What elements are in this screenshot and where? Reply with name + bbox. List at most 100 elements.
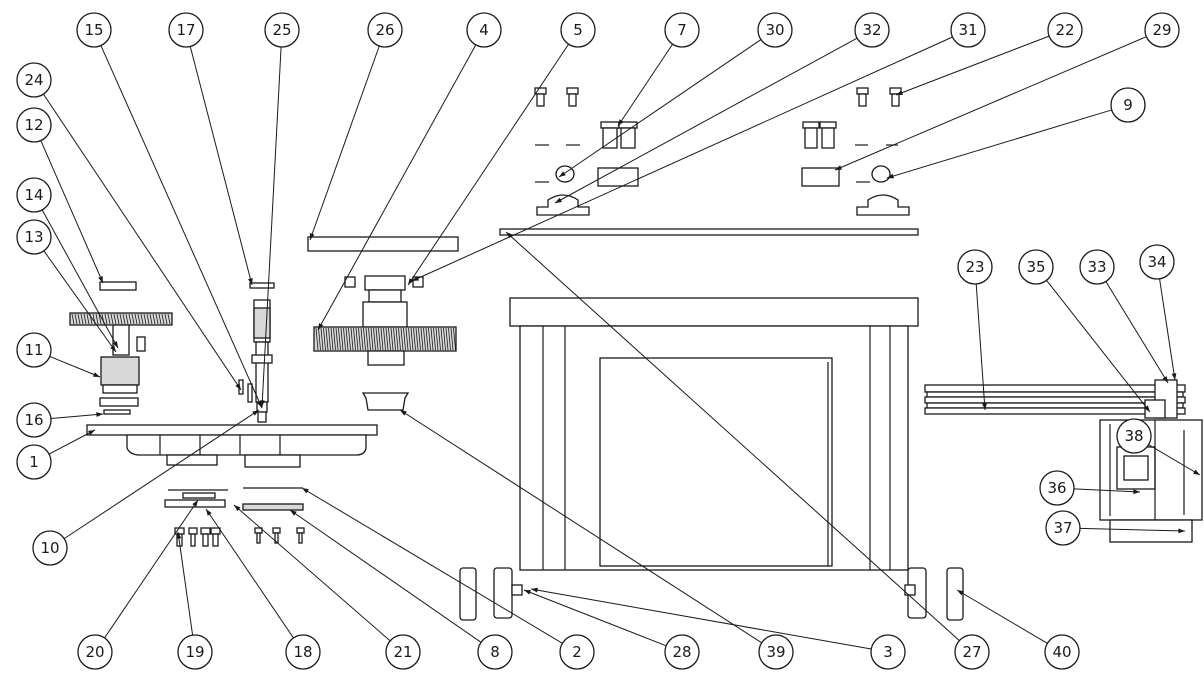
leader-arrow-24 [235, 383, 241, 390]
leader-line-3 [530, 588, 872, 650]
gear-tooth [350, 327, 354, 351]
callout-label: 40 [1052, 643, 1071, 661]
leader-arrow-16 [96, 412, 103, 417]
gear-tooth [125, 313, 129, 325]
callout-label: 30 [765, 21, 784, 39]
leader-arrow-2 [302, 488, 309, 494]
gear-tooth [71, 313, 75, 325]
callout-label: 15 [84, 21, 103, 39]
gear-tooth [385, 327, 389, 351]
gear-tooth [448, 327, 451, 351]
leader-arrow-18 [206, 509, 212, 516]
callout-label: 26 [375, 21, 394, 39]
gear-tooth [445, 327, 449, 351]
callout-16: 16 [16, 402, 52, 438]
callout-label: 4 [479, 21, 489, 39]
leader-line-26 [309, 45, 380, 241]
gear-tooth [443, 327, 446, 351]
callout-circle [16, 107, 52, 143]
callout-1: 1 [16, 444, 52, 480]
callout-circle [954, 634, 990, 670]
callout-26: 26 [367, 12, 403, 48]
leader-line-39 [399, 409, 762, 644]
callout-circle [854, 12, 890, 48]
leader-line-19 [177, 531, 194, 636]
callout-14: 14 [16, 177, 52, 213]
gear-tooth [318, 327, 321, 351]
gear-tooth [140, 313, 144, 325]
gear-tooth [365, 327, 369, 351]
leader-line-2 [301, 487, 563, 644]
callout-label: 11 [24, 341, 43, 359]
callout-2: 2 [559, 634, 595, 670]
leader-line-17 [189, 46, 253, 286]
gear-tooth [345, 327, 349, 351]
bolts-lower [174, 527, 305, 547]
callout-circle [466, 12, 502, 48]
leader-arrow-11 [93, 372, 100, 377]
gear-tooth [438, 327, 441, 351]
callout-label: 22 [1055, 21, 1074, 39]
leader-line-40 [956, 589, 1048, 644]
callout-40: 40 [1044, 634, 1080, 670]
gear-tooth [74, 313, 78, 325]
gear-tooth [343, 327, 346, 351]
callout-label: 38 [1124, 427, 1143, 445]
callout-circle [32, 530, 68, 566]
gear-tooth [405, 327, 409, 351]
gear-tooth [383, 327, 386, 351]
leader-arrow-12 [98, 276, 103, 283]
leader-arrow-26 [309, 233, 315, 240]
leader-arrow-30 [559, 171, 566, 177]
gear-tooth [355, 327, 359, 351]
leader-arrow-29 [835, 165, 842, 170]
leader-line-27 [505, 231, 960, 641]
leader-arrow-33 [1162, 376, 1168, 383]
callout-label: 31 [958, 21, 977, 39]
callout-circle [1039, 470, 1075, 506]
callout-label: 5 [573, 21, 583, 39]
leader-line-31 [411, 36, 953, 282]
callout-label: 17 [176, 21, 195, 39]
gear-tooth [137, 313, 141, 325]
callout-label: 33 [1087, 258, 1106, 276]
gear-tooth [119, 313, 123, 325]
callout-label: 21 [393, 643, 412, 661]
callout-label: 39 [766, 643, 785, 661]
callout-10: 10 [32, 530, 68, 566]
gear-tooth [453, 327, 456, 351]
leader-line-8 [289, 509, 482, 643]
callout-label: 13 [24, 228, 43, 246]
callout-circle [477, 634, 513, 670]
leader-line-34 [1159, 278, 1176, 381]
gear-tooth [164, 313, 168, 325]
callout-28: 28 [664, 634, 700, 670]
callout-label: 28 [672, 643, 691, 661]
callout-label: 32 [862, 21, 881, 39]
leader-arrow-8 [290, 510, 297, 516]
leader-line-18 [205, 508, 294, 639]
gear-tooth [415, 327, 419, 351]
gear-tooth [360, 327, 364, 351]
leader-line-9 [886, 109, 1112, 179]
gear-tooth [330, 327, 334, 351]
top-right-hardware [801, 87, 910, 216]
gear-tooth [425, 327, 429, 351]
callout-label: 23 [965, 258, 984, 276]
leader-arrow-40 [957, 590, 964, 596]
gear-tooth [378, 327, 381, 351]
gear-tooth [333, 327, 336, 351]
leader-arrow-14 [112, 341, 118, 348]
callout-label: 36 [1047, 479, 1066, 497]
leader-arrow-36 [1133, 489, 1140, 495]
callout-32: 32 [854, 12, 890, 48]
callout-label: 8 [490, 643, 500, 661]
leader-line-33 [1105, 281, 1169, 384]
gear-tooth [430, 327, 434, 351]
gear-tooth [440, 327, 444, 351]
leader-line-5 [407, 43, 569, 286]
gear-tooth [167, 313, 171, 325]
callout-circle [757, 12, 793, 48]
